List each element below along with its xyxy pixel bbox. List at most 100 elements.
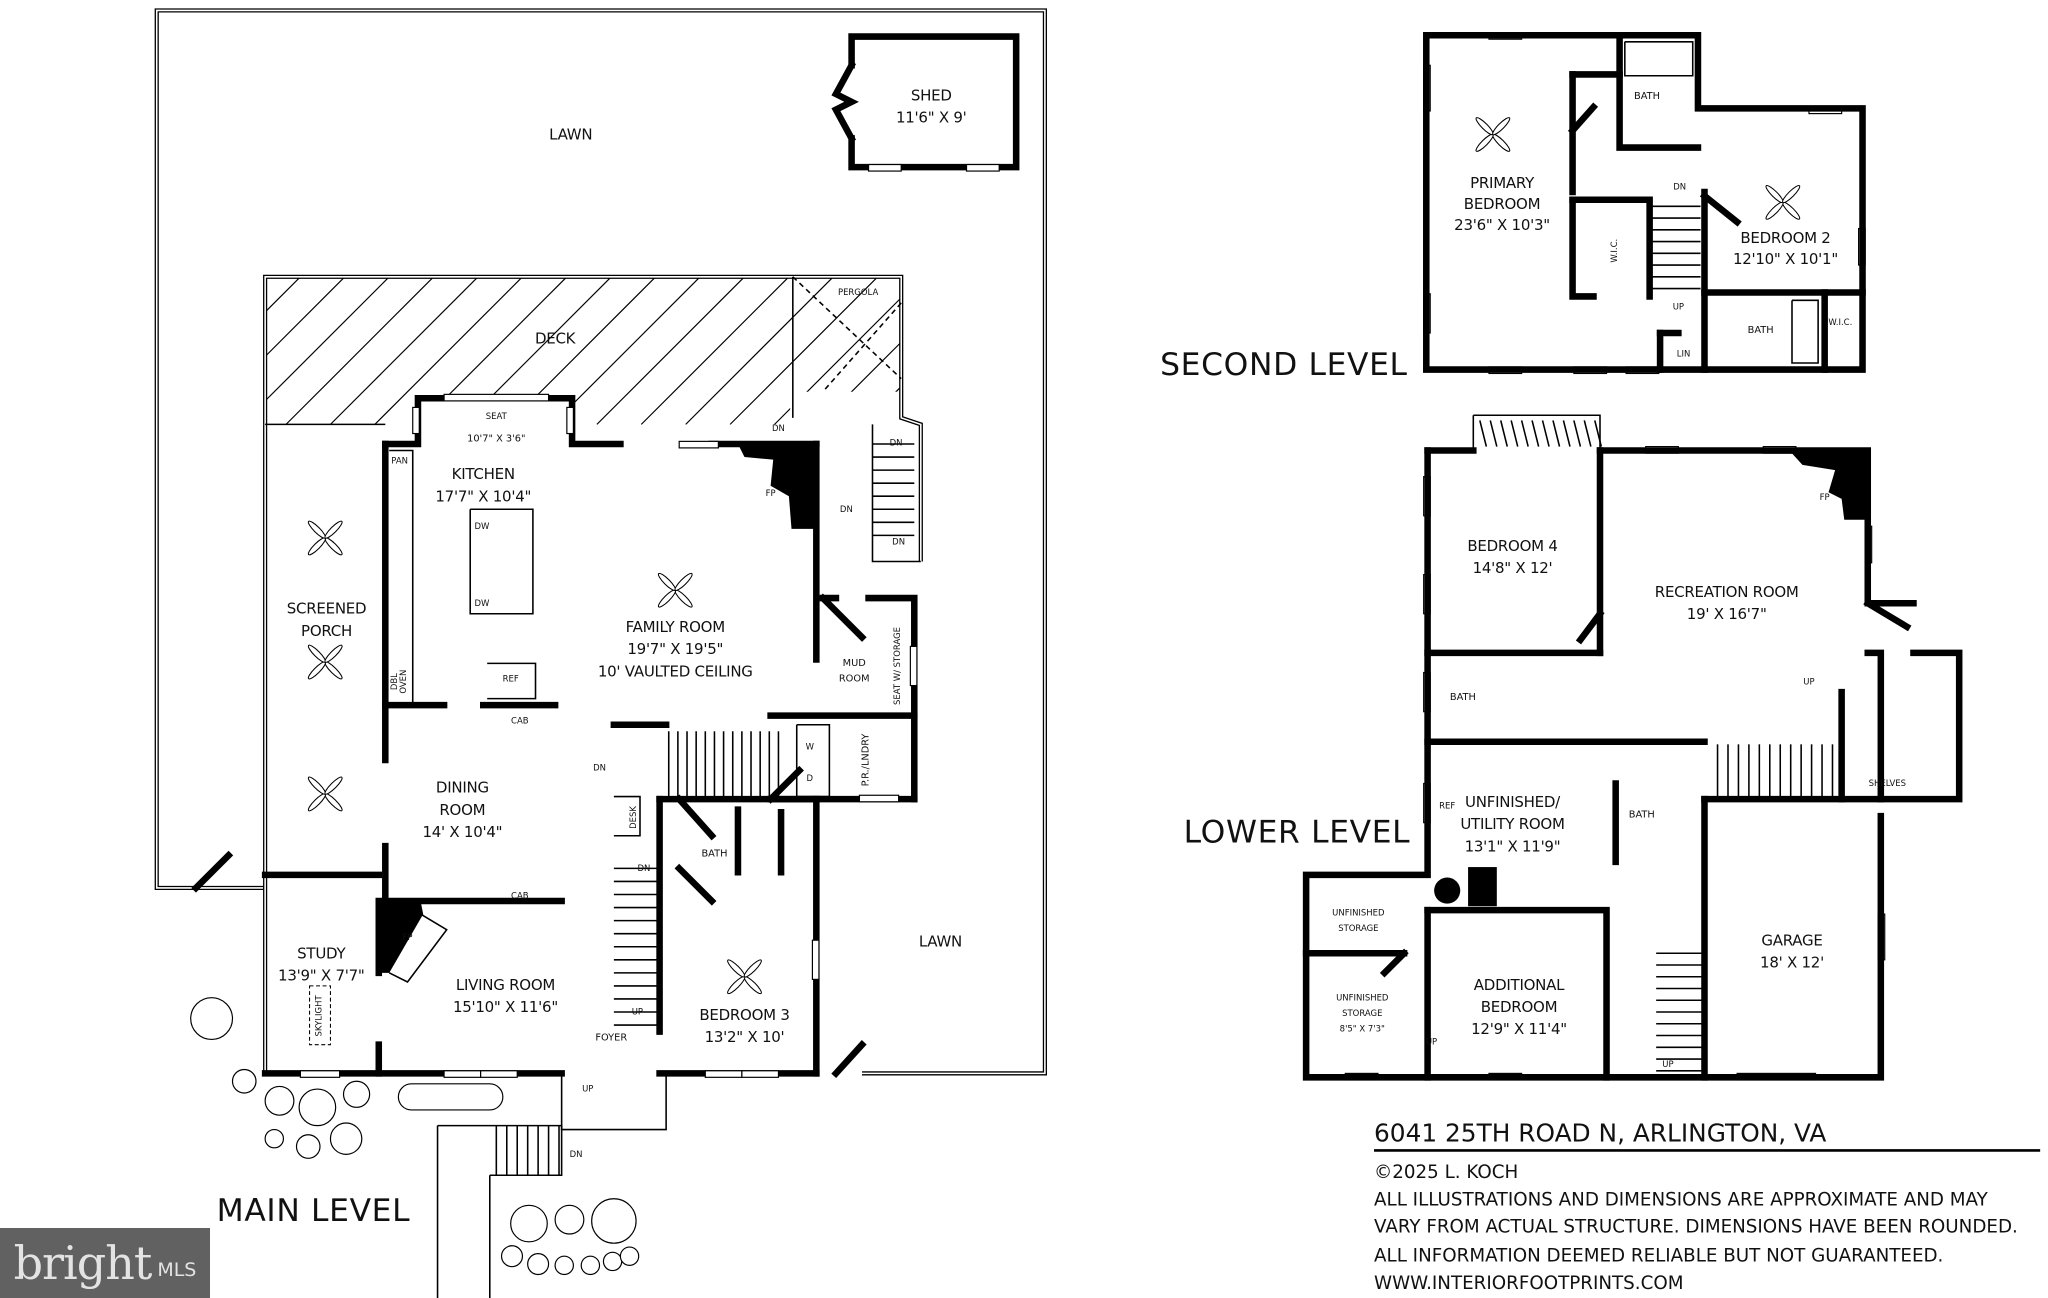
- door: [818, 593, 867, 642]
- skylight-label: SKYLIGHT: [313, 995, 323, 1037]
- double-oven-label-1: DBL: [389, 673, 399, 690]
- shrub-icon: [527, 1253, 550, 1276]
- lower-bath-label-1: BATH: [1450, 692, 1476, 703]
- window: [299, 1070, 341, 1078]
- logo-mls: MLS: [157, 1259, 197, 1281]
- second-bath-label-2: BATH: [1748, 325, 1774, 336]
- deck-hatch-line: [264, 276, 346, 357]
- skylight: [309, 985, 331, 1046]
- family-room-note: 10' VAULTED CEILING: [598, 662, 753, 680]
- kitchen-counter: [389, 449, 414, 706]
- label-pergola: PERGOLA: [838, 287, 878, 297]
- washer-dryer: [795, 723, 831, 798]
- recreation-room-name: RECREATION ROOM: [1655, 583, 1799, 601]
- ceiling-fan-icon: [727, 959, 762, 995]
- shed-door: [831, 60, 859, 143]
- lower-fp-label: FP: [1820, 492, 1830, 502]
- fan-blade: [674, 572, 693, 592]
- bedroom-3-dims: 13'2" X 10': [705, 1028, 785, 1046]
- stair-dn-label: DN: [593, 762, 606, 772]
- additional-bedroom-name-1: ADDITIONAL: [1474, 976, 1565, 994]
- window: [678, 440, 719, 449]
- storage-1-name-1: UNFINISHED: [1332, 907, 1385, 917]
- window: [412, 406, 420, 435]
- shrub-icon: [342, 1080, 371, 1108]
- wall: [674, 863, 717, 906]
- stair-dn-label: DN: [637, 863, 650, 873]
- bright-mls-logo: bright MLS: [0, 1228, 210, 1298]
- lower-up-label: UP: [1426, 1037, 1437, 1047]
- copyright: ©2025 L. KOCH: [1374, 1162, 1518, 1183]
- shed-wall: [848, 33, 1020, 171]
- bedroom-2-dims: 12'10" X 10'1": [1733, 250, 1838, 268]
- window: [704, 1070, 743, 1078]
- window-well-grate: [1541, 420, 1550, 447]
- stair-up-label: UP: [632, 1007, 643, 1017]
- window: [443, 1070, 482, 1078]
- door: [831, 1040, 867, 1079]
- property-address: 6041 25TH ROAD N, ARLINGTON, VA: [1374, 1118, 1826, 1147]
- deck-hatch-line: [264, 276, 390, 402]
- shrub-icon: [500, 1245, 524, 1268]
- double-oven-label-2: OVEN: [398, 670, 408, 694]
- wall: [1423, 31, 1866, 373]
- hedge-icon: [397, 1083, 504, 1111]
- family-fireplace: [737, 443, 817, 529]
- fan-blade: [324, 793, 343, 812]
- wall: [1596, 447, 1917, 607]
- fan-blade: [1492, 117, 1511, 136]
- window-well-grate: [1479, 420, 1488, 447]
- shrub-icon: [554, 1204, 585, 1235]
- study-dims: 13'9" X 7'7": [278, 967, 364, 985]
- window-well-grate: [1520, 420, 1529, 447]
- window-well-grate: [1583, 420, 1592, 447]
- kitchen-island: [469, 508, 534, 615]
- fan-blade: [1782, 185, 1801, 204]
- wall: [1569, 196, 1597, 300]
- window: [566, 406, 574, 435]
- stair-dn-label: DN: [570, 1149, 583, 1159]
- deck-hatch-line: [596, 276, 745, 425]
- shrub-icon: [591, 1198, 637, 1244]
- utility-room-name-1: UNFINISHED/: [1465, 793, 1561, 811]
- fan-blade: [743, 959, 762, 978]
- stair-landing: [790, 391, 921, 444]
- door: [1567, 102, 1599, 136]
- shrub-icon: [602, 1251, 623, 1272]
- label-lawn-back: LAWN: [549, 126, 592, 144]
- pergola-beam: [792, 276, 902, 380]
- dining-room-dims: 14' X 10'4": [422, 823, 502, 841]
- deck-hatch-line: [374, 276, 523, 425]
- shrub-icon: [554, 1255, 574, 1276]
- second-level-title: SECOND LEVEL: [1160, 347, 1408, 383]
- refrigerator: [487, 662, 537, 700]
- deck-hatch-line: [285, 276, 435, 425]
- living-fireplace-hearth: [388, 913, 448, 983]
- dining-room-name-2: ROOM: [439, 801, 485, 819]
- fan-blade: [1492, 133, 1511, 152]
- bathtub: [1791, 299, 1819, 364]
- wic-label-primary: W.I.C.: [1609, 239, 1619, 263]
- logo-wordmark: bright: [13, 1236, 153, 1290]
- shrub-icon: [298, 1088, 337, 1127]
- window: [909, 645, 918, 687]
- laundry-label: P.R./LNDRY: [861, 734, 872, 787]
- bedroom-2-name: BEDROOM 2: [1740, 229, 1830, 247]
- window: [811, 939, 820, 980]
- wall: [1302, 447, 1885, 1081]
- window: [965, 163, 1000, 172]
- lower-bath-label-2: BATH: [1629, 809, 1655, 820]
- fan-blade: [674, 589, 693, 608]
- ceiling-fan-icon: [307, 776, 343, 812]
- window: [443, 393, 550, 402]
- window: [741, 1070, 780, 1078]
- family-room-name: FAMILY ROOM: [626, 618, 725, 636]
- fan-blade: [307, 793, 326, 812]
- website: WWW.INTERIORFOOTPRINTS.COM: [1374, 1273, 1683, 1294]
- deck-hatch-line: [264, 276, 301, 313]
- deck-hatch-line: [552, 276, 701, 425]
- label-shed: SHED: [911, 87, 952, 105]
- front-steps: [437, 1124, 563, 1177]
- ceiling-fan-icon: [307, 644, 343, 680]
